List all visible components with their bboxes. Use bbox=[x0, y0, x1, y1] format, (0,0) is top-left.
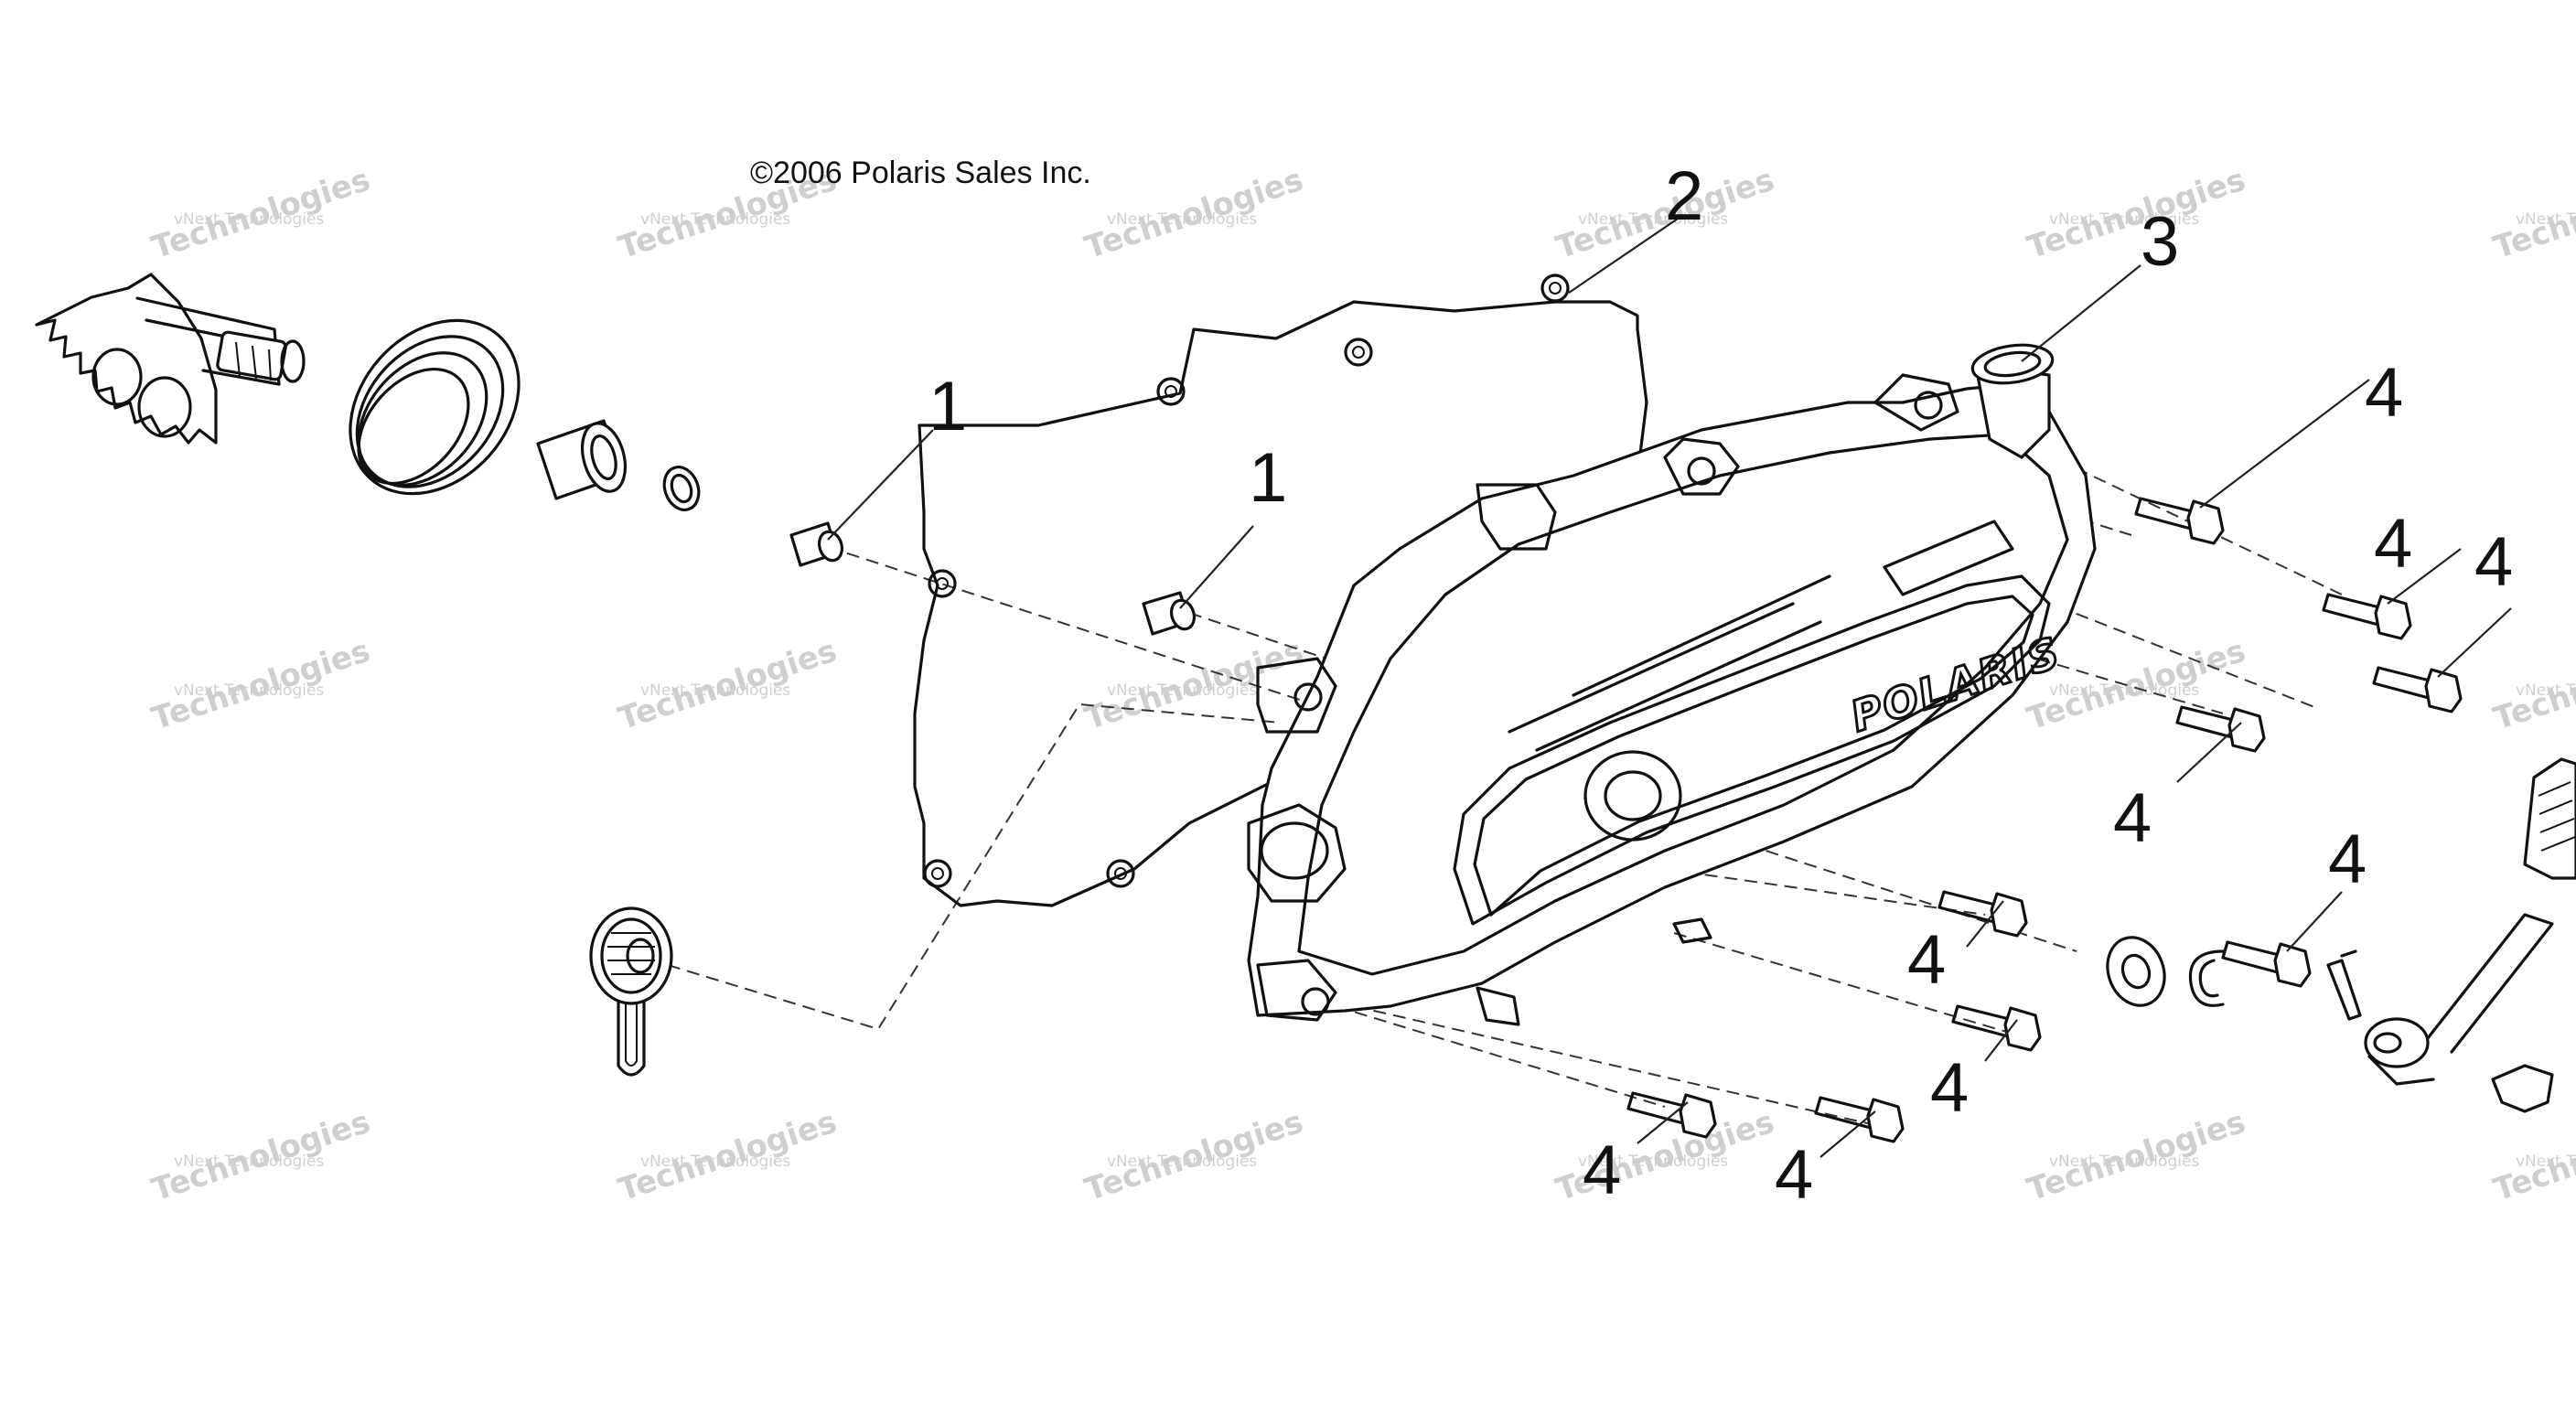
flange-bolt bbox=[2372, 666, 2463, 713]
svg-text:vNext Technologies: vNext Technologies bbox=[174, 681, 324, 700]
dowel-pin bbox=[1142, 591, 1197, 636]
copyright-notice: ©2006 Polaris Sales Inc. bbox=[750, 156, 1091, 190]
callout-4: 4 bbox=[2328, 820, 2367, 898]
watermark: vNext Technologies Technologies bbox=[1080, 162, 1307, 267]
callout-4: 4 bbox=[2113, 779, 2152, 857]
breather-fitting bbox=[1970, 343, 2055, 459]
svg-text:vNext Technologies: vNext Technologies bbox=[2516, 1153, 2576, 1171]
flange-bolt bbox=[1951, 1004, 2042, 1052]
flange-bolt bbox=[2322, 593, 2412, 640]
svg-text:vNext Technologies: vNext Technologies bbox=[174, 210, 324, 229]
svg-text:vNext Technologies: vNext Technologies bbox=[2049, 1153, 2199, 1171]
snap-ring bbox=[2188, 949, 2225, 1007]
flange-bolt bbox=[1937, 890, 2028, 938]
bushing bbox=[536, 419, 628, 500]
return-spring bbox=[349, 318, 521, 496]
svg-text:vNext Technologies: vNext Technologies bbox=[640, 1153, 790, 1171]
svg-text:vNext Technologies: vNext Technologies bbox=[1578, 1153, 1728, 1171]
watermark: vNext Technologies Technologies bbox=[2023, 1104, 2249, 1209]
kickstart-gear-segment bbox=[35, 273, 306, 445]
callout-4: 4 bbox=[2365, 354, 2403, 432]
flange-bolt bbox=[2221, 940, 2312, 988]
callout-2: 2 bbox=[1665, 157, 1703, 235]
watermark: vNext Technologies Technologies bbox=[2023, 162, 2249, 267]
retaining-ring bbox=[662, 466, 701, 511]
svg-text:vNext Technologies: vNext Technologies bbox=[1107, 681, 1257, 700]
svg-text:vNext Technologies: vNext Technologies bbox=[640, 210, 790, 229]
watermark: vNext Technologies Technologies bbox=[2489, 162, 2576, 267]
flange-bolt bbox=[1626, 1091, 1717, 1139]
watermark: vNext Technologies Technologies bbox=[147, 633, 374, 738]
callout-4: 4 bbox=[2374, 505, 2412, 583]
svg-text:vNext Technologies: vNext Technologies bbox=[174, 1153, 324, 1171]
flange-bolt bbox=[1814, 1096, 1905, 1143]
watermark: vNext Technologies Technologies bbox=[1080, 1104, 1307, 1209]
svg-text:vNext Technologies: vNext Technologies bbox=[2516, 681, 2576, 700]
flange-bolt bbox=[2134, 497, 2225, 545]
watermark: vNext Technologies Technologies bbox=[147, 162, 374, 267]
callout-3: 3 bbox=[2141, 203, 2179, 281]
svg-text:vNext Technologies: vNext Technologies bbox=[1107, 210, 1257, 229]
watermark: vNext Technologies Technologies bbox=[614, 633, 841, 738]
svg-text:vNext Technologies: vNext Technologies bbox=[2049, 210, 2199, 229]
watermark: vNext Technologies Technologies bbox=[614, 1104, 841, 1209]
kick-lever-assembly bbox=[2326, 757, 2576, 1113]
thrust-washer bbox=[2106, 936, 2166, 1007]
callout-4: 4 bbox=[1907, 921, 1946, 999]
svg-text:vNext Technologies: vNext Technologies bbox=[1578, 210, 1728, 229]
watermark: vNext Technologies Technologies bbox=[2489, 1104, 2576, 1209]
starter-gear-assembly bbox=[589, 906, 673, 1077]
svg-text:vNext Technologies: vNext Technologies bbox=[2516, 210, 2576, 229]
watermark: vNext Technologies Technologies bbox=[147, 1104, 374, 1209]
callout-4: 4 bbox=[2474, 523, 2513, 601]
callout-4: 4 bbox=[1583, 1132, 1621, 1209]
callout-4: 4 bbox=[1775, 1136, 1813, 1214]
watermark: vNext Technologies Technologies bbox=[2489, 633, 2576, 738]
svg-text:vNext Technologies: vNext Technologies bbox=[640, 681, 790, 700]
flange-bolt bbox=[2175, 705, 2266, 753]
callout-1: 1 bbox=[928, 368, 967, 445]
callout-1: 1 bbox=[1249, 439, 1287, 517]
leader-lines bbox=[827, 214, 2512, 1158]
dowel-pin bbox=[789, 521, 844, 567]
clutch-cover: POLARIS bbox=[1247, 343, 2097, 1026]
callout-4: 4 bbox=[1930, 1049, 1969, 1127]
svg-text:vNext Technologies: vNext Technologies bbox=[1107, 1153, 1257, 1171]
